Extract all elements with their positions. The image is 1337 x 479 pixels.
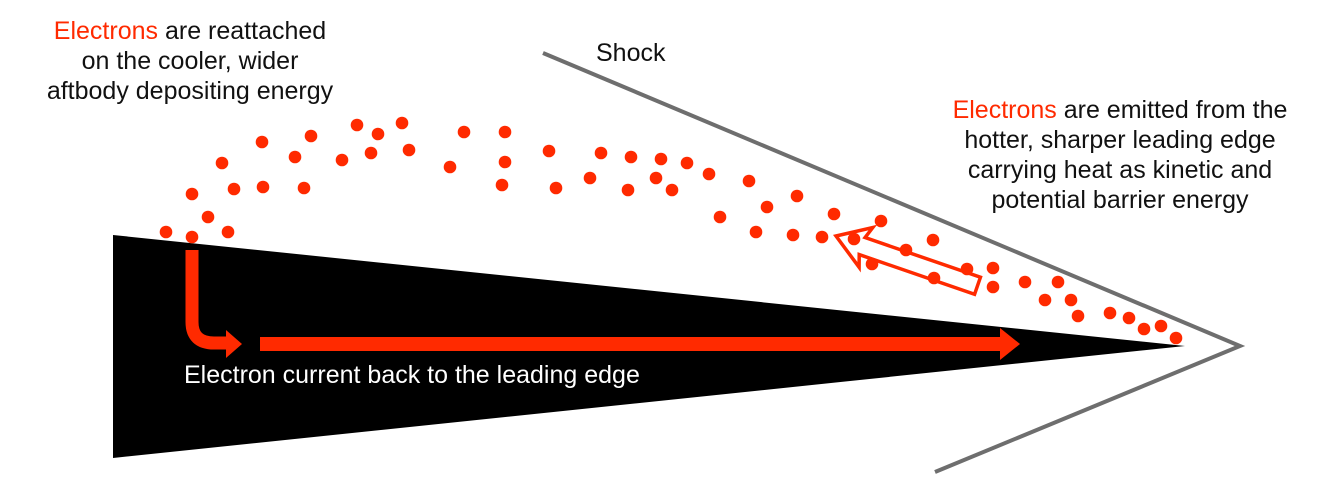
electron-dot xyxy=(542,144,556,158)
current-label: Electron current back to the leading edg… xyxy=(184,361,640,389)
electron-dot xyxy=(713,210,727,224)
electron-dot xyxy=(874,214,888,228)
electron-dot xyxy=(221,225,235,239)
electron-dot xyxy=(498,125,512,139)
electron-dot xyxy=(986,261,1000,275)
electron-dot xyxy=(742,174,756,188)
reattachment-note: Electrons are reattached on the cooler, … xyxy=(10,16,370,106)
electron-dot xyxy=(297,181,311,195)
electron-dot xyxy=(185,187,199,201)
electron-dot xyxy=(304,129,318,143)
electron-dot xyxy=(1051,275,1065,289)
electron-dot xyxy=(395,116,409,130)
electron-dot xyxy=(255,135,269,149)
electron-dot xyxy=(986,280,1000,294)
electron-dot xyxy=(1038,293,1052,307)
electron-dot xyxy=(159,225,173,239)
note-text: carrying heat as kinetic and xyxy=(967,156,1273,184)
electron-dot xyxy=(402,143,416,157)
note-text: are emitted from the xyxy=(1056,96,1288,124)
electron-dot xyxy=(899,243,913,257)
electron-dot xyxy=(847,232,861,246)
electron-dot xyxy=(926,233,940,247)
electron-dot xyxy=(1169,331,1183,345)
note-text: potential barrier energy xyxy=(991,186,1249,214)
electron-dot xyxy=(256,180,270,194)
electron-dot xyxy=(201,210,215,224)
electron-dot xyxy=(1064,293,1078,307)
electron-dot xyxy=(1018,275,1032,289)
electron-dot xyxy=(680,156,694,170)
note-text: on the cooler, wider xyxy=(81,47,299,75)
current-down-arrow xyxy=(185,250,228,350)
electron-dot xyxy=(960,262,974,276)
electron-dot xyxy=(624,150,638,164)
electron-dot xyxy=(827,207,841,221)
emission-arrow xyxy=(833,224,983,297)
electron-dot xyxy=(350,118,364,132)
current-down-arrowhead xyxy=(226,330,242,358)
electron-dot xyxy=(457,125,471,139)
electrons-highlight: Electrons xyxy=(53,17,159,45)
electron-dot xyxy=(790,189,804,203)
electrons-highlight: Electrons xyxy=(952,96,1057,124)
electron-dot xyxy=(227,182,241,196)
electron-dot xyxy=(649,171,663,185)
electron-dot xyxy=(760,200,774,214)
electron-dot xyxy=(815,230,829,244)
note-text: are reattached xyxy=(158,17,327,45)
shock-label: Shock xyxy=(596,39,666,67)
note-text: hotter, sharper leading edge xyxy=(964,126,1276,154)
electron-dot xyxy=(364,146,378,160)
current-arrowhead xyxy=(1000,328,1020,360)
electron-dot xyxy=(1071,309,1085,323)
shock-line xyxy=(542,51,1246,474)
electron-dot xyxy=(335,153,349,167)
electron-dot xyxy=(1154,319,1168,333)
electron-dot xyxy=(1137,322,1151,336)
electron-dot xyxy=(185,230,199,244)
electron-dot xyxy=(288,150,302,164)
electron-dot xyxy=(1103,306,1117,320)
electron-dot xyxy=(594,146,608,160)
electron-dot xyxy=(371,127,385,141)
electron-dot xyxy=(495,178,509,192)
electron-dot xyxy=(1122,311,1136,325)
electron-dot xyxy=(215,156,229,170)
electron-dot xyxy=(665,183,679,197)
electron-dot xyxy=(865,257,879,271)
electron-dot xyxy=(749,225,763,239)
electron-dot xyxy=(583,171,597,185)
electron-dot xyxy=(498,155,512,169)
electron-dot xyxy=(443,160,457,174)
note-text: aftbody depositing energy xyxy=(46,77,334,105)
electron-dot xyxy=(654,152,668,166)
electron-dot xyxy=(702,167,716,181)
emission-note: Electrons are emitted from the hotter, s… xyxy=(915,95,1325,215)
current-arrow-shaft xyxy=(260,337,1005,351)
electron-dots xyxy=(159,116,1183,345)
electron-dot xyxy=(621,183,635,197)
electron-dot xyxy=(927,271,941,285)
electron-dot xyxy=(549,181,563,195)
electron-dot xyxy=(786,228,800,242)
